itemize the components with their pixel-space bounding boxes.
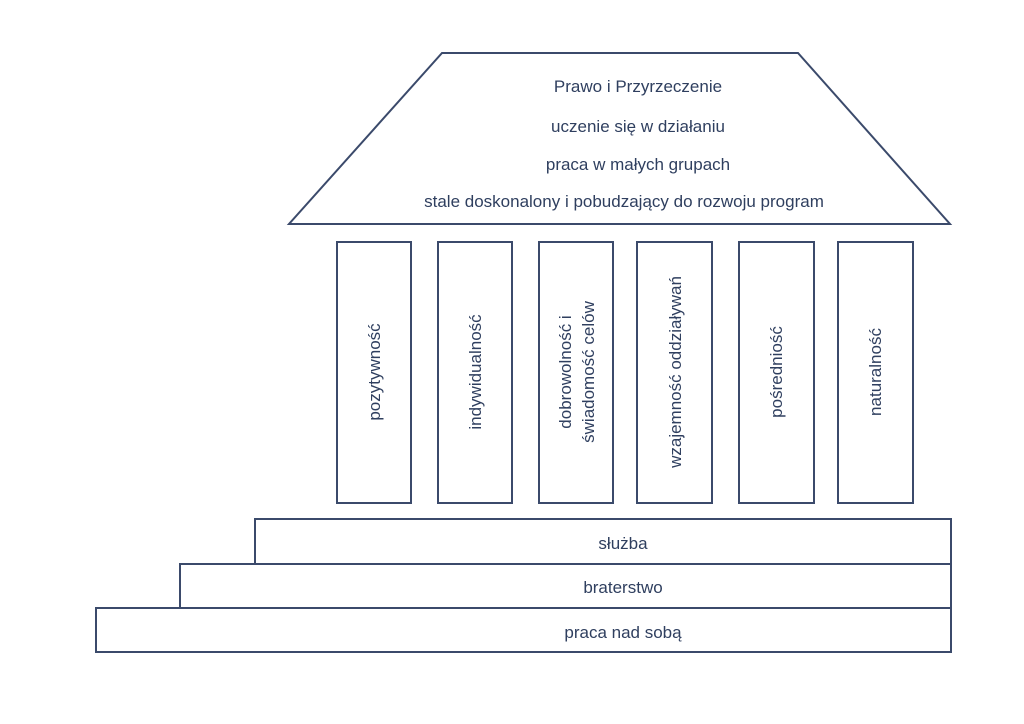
roof-line: Prawo i Przyrzeczenie [554, 77, 722, 96]
step-label-braterstwo: braterstwo [583, 578, 662, 597]
step-shape-praca-nad-soba [95, 607, 952, 653]
pillar-label: pośredniość [767, 326, 786, 418]
roof-line: stale doskonalony i pobudzający do rozwo… [424, 192, 824, 211]
roof-line: praca w małych grupach [546, 155, 730, 174]
pillar-label: świadomość celów [579, 300, 598, 442]
step-shape-sluzba [254, 518, 952, 565]
pillar-shape [837, 241, 914, 504]
pillar-label: wzajemność oddziaływań [666, 276, 685, 469]
pillar-label: naturalność [866, 328, 885, 416]
pillar-dobrowolnosc: dobrowolność i świadomość celów [538, 241, 614, 504]
pillar-naturalnosc: naturalność [837, 241, 914, 504]
pillar-shape [538, 241, 614, 504]
pillar-pozytywnosc: pozytywność [336, 241, 412, 504]
pillar-shape [437, 241, 513, 504]
roof: Prawo i Przyrzeczenie uczenie się w dzia… [286, 52, 953, 225]
roof-shape [286, 52, 953, 225]
step-label-sluzba: służba [598, 534, 648, 553]
pillar-label: pozytywność [365, 323, 384, 421]
pillar-posrednosc: pośredniość [738, 241, 815, 504]
pillar-shape [738, 241, 815, 504]
pillars: pozytywność indywidualność dobrowolność … [336, 241, 914, 504]
pillar-indywidualnosc: indywidualność [437, 241, 513, 504]
pillar-wzajemnosc: wzajemność oddziaływań [636, 241, 713, 504]
pillar-label: indywidualność [466, 314, 485, 430]
step-shape-braterstwo [179, 563, 952, 609]
roof-line: uczenie się w działaniu [551, 117, 725, 136]
steps: służba braterstwo praca nad sobą [95, 518, 952, 653]
pillar-label: dobrowolność i [556, 315, 575, 428]
pillar-shape [636, 241, 713, 504]
pillar-shape [336, 241, 412, 504]
step-label-praca-nad-soba: praca nad sobą [564, 623, 682, 642]
